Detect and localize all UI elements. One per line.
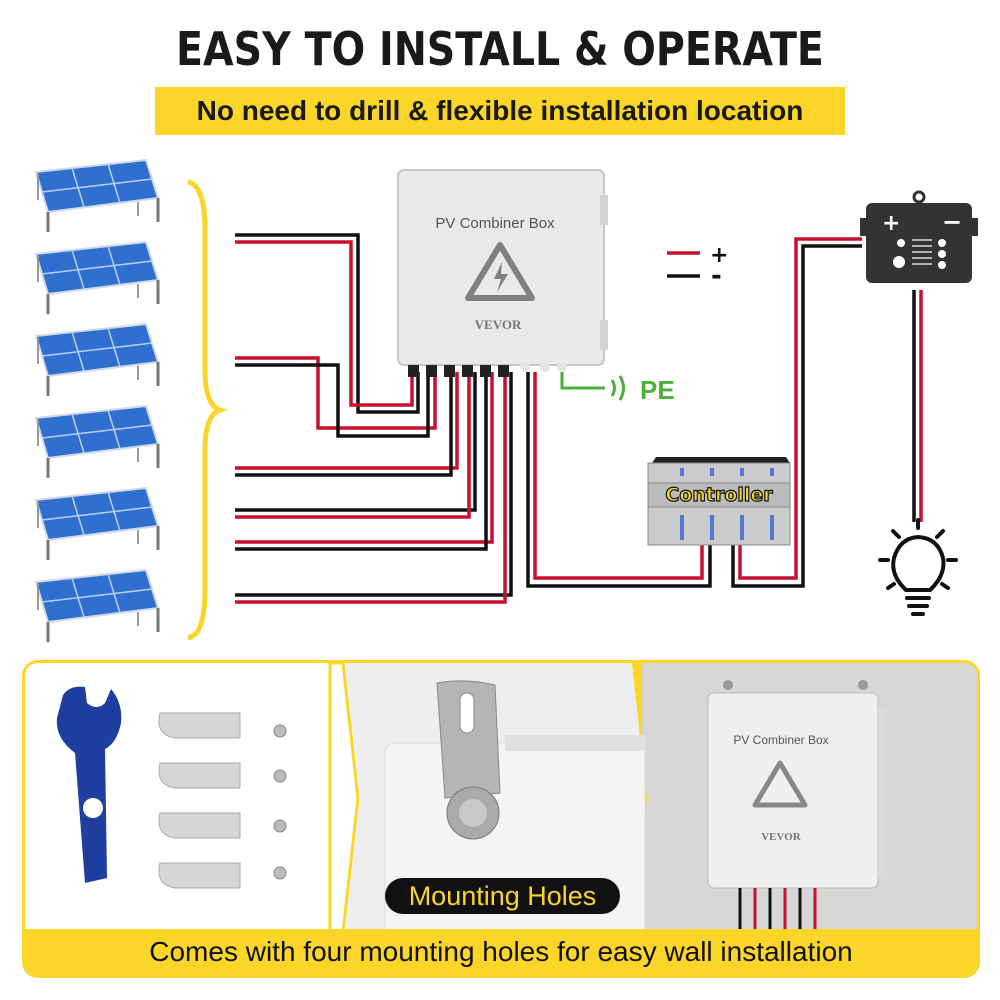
solar-panel-icon [34,568,160,644]
solar-panel-icon [34,322,160,398]
photo-box-label: PV Combiner Box [733,733,828,747]
solar-panel-icon [34,404,160,480]
spanner-wrench-icon [56,686,122,883]
output-wires [526,237,923,588]
solar-panel-icon [34,158,160,234]
wall-mounted-box-photo [707,680,886,931]
caption-strip: Comes with four mounting holes for easy … [25,929,977,975]
ground-label: PE [640,375,675,405]
combiner-box-label: PV Combiner Box [435,215,555,232]
screw-icon [273,724,287,880]
battery-icon [860,190,978,283]
brand-logo: VEVOR [475,317,522,332]
battery-negative: − [942,208,962,236]
input-wires [235,233,513,604]
battery-positive: + [882,211,900,236]
combiner-box [397,169,608,377]
solar-panel-icon [34,486,160,562]
light-bulb-icon [878,518,958,616]
legend-negative: - [711,261,722,291]
legend-positive: + [710,243,728,268]
high-voltage-warning-icon [465,242,535,301]
page-title: EASY TO INSTALL & OPERATE [176,22,824,76]
wire-legend [667,251,700,278]
subtitle-banner: No need to drill & flexible installation… [155,87,845,135]
controller-icon [647,457,791,546]
controller-label: Controller [665,484,773,506]
mounting-bracket-icon [158,712,241,889]
wiring-diagram: PV Combiner Box VEVOR + - PE Controller … [34,158,978,644]
photo-brand-logo: VEVOR [761,831,802,843]
accessories-panel: PV Combiner Box VEVOR Mounting Holes Com… [22,660,980,978]
brace-icon [187,179,228,641]
mounting-holes-label: Mounting Holes [385,878,620,914]
solar-panel-icon [34,240,160,316]
ground-icon [560,372,625,401]
